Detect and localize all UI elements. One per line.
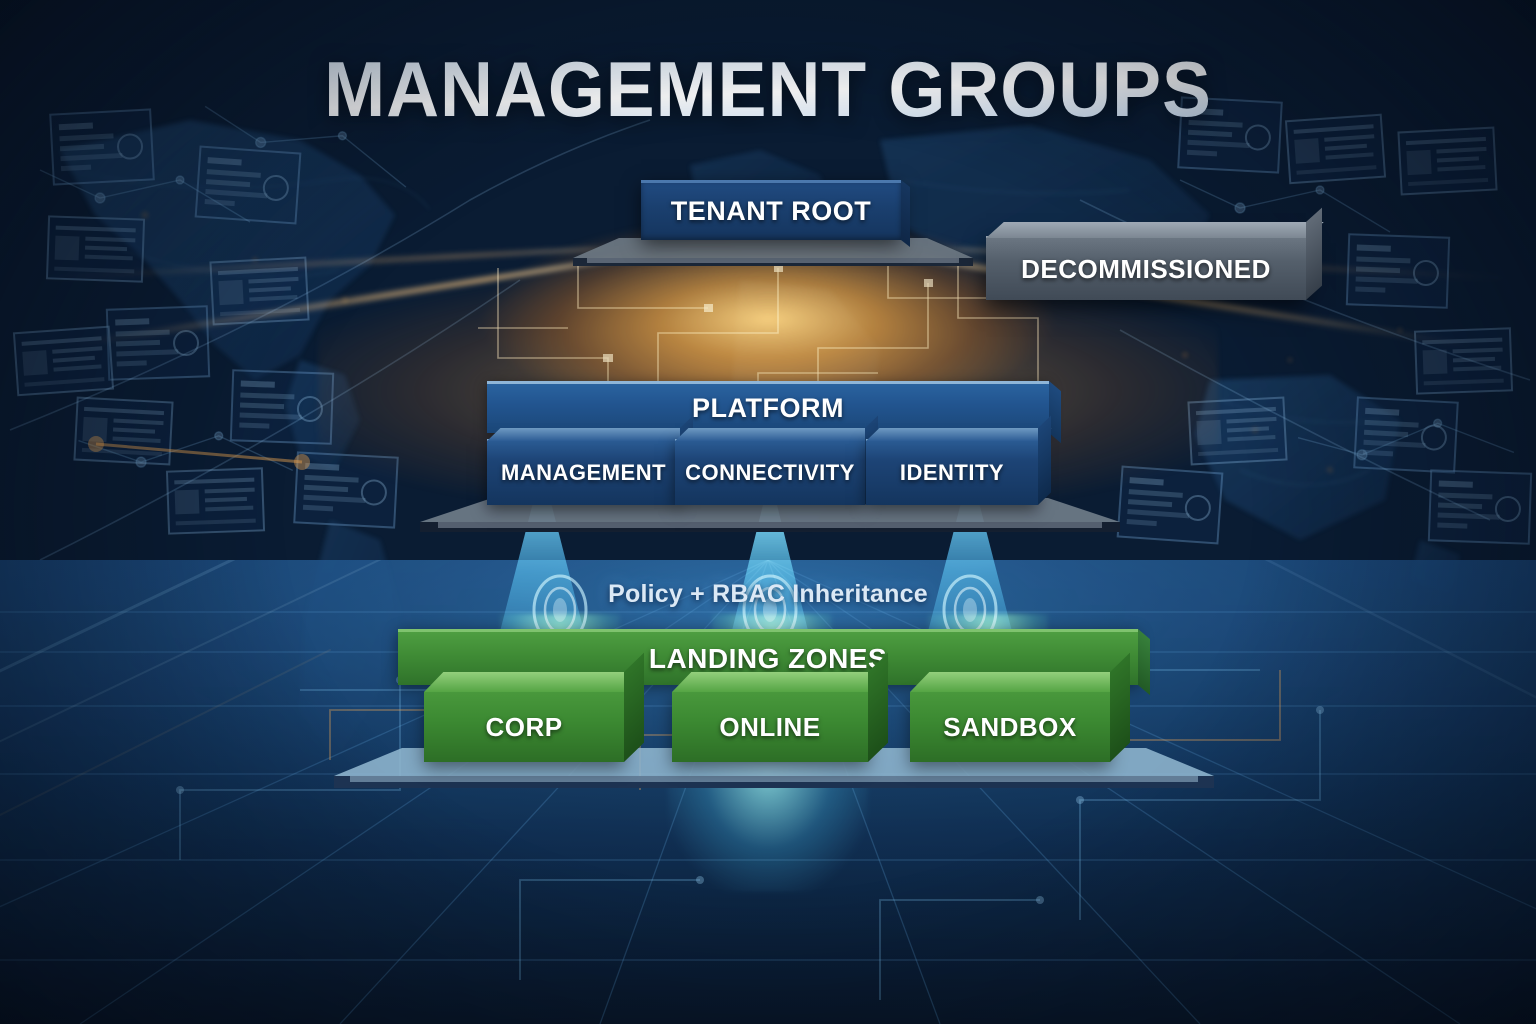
node-landing-zones-label: LANDING ZONES (648, 642, 888, 674)
node-online[interactable]: ONLINE (672, 652, 888, 762)
node-platform-label: PLATFORM (692, 393, 844, 423)
node-tenant-root-label: TENANT ROOT (670, 196, 872, 226)
management-top-face (487, 428, 694, 441)
page-title: MANAGEMENT GROUPS (46, 44, 1490, 135)
node-sandbox[interactable]: SANDBOX (910, 652, 1130, 762)
identity-side-face (1038, 415, 1051, 505)
node-management-label: MANAGEMENT (500, 460, 667, 485)
node-platform[interactable]: PLATFORM (487, 381, 1049, 433)
node-corp[interactable]: CORP (424, 652, 644, 762)
node-identity[interactable]: IDENTITY (866, 415, 1052, 505)
node-decommissioned-label: DECOMMISSIONED (1021, 253, 1271, 284)
decommissioned-side-face (1306, 207, 1322, 300)
inheritance-caption: Policy + RBAC Inheritance (608, 580, 928, 608)
online-top-face (672, 672, 888, 692)
connectivity-top-face (675, 428, 879, 441)
node-online-label: ONLINE (719, 711, 821, 742)
node-decommissioned[interactable]: DECOMMISSIONED (986, 207, 1324, 300)
node-corp-label: CORP (485, 711, 563, 742)
node-tenant-root[interactable]: TENANT ROOT (641, 180, 901, 240)
node-connectivity-label: CONNECTIVITY (685, 460, 855, 485)
node-management[interactable]: MANAGEMENT (487, 415, 694, 505)
corp-top-face (424, 672, 644, 692)
node-identity-label: IDENTITY (899, 460, 1005, 485)
node-connectivity[interactable]: CONNECTIVITY (675, 415, 879, 505)
node-sandbox-label: SANDBOX (943, 711, 1077, 742)
sandbox-top-face (910, 672, 1130, 692)
decommissioned-top-face (986, 222, 1324, 238)
identity-top-face (866, 428, 1052, 441)
